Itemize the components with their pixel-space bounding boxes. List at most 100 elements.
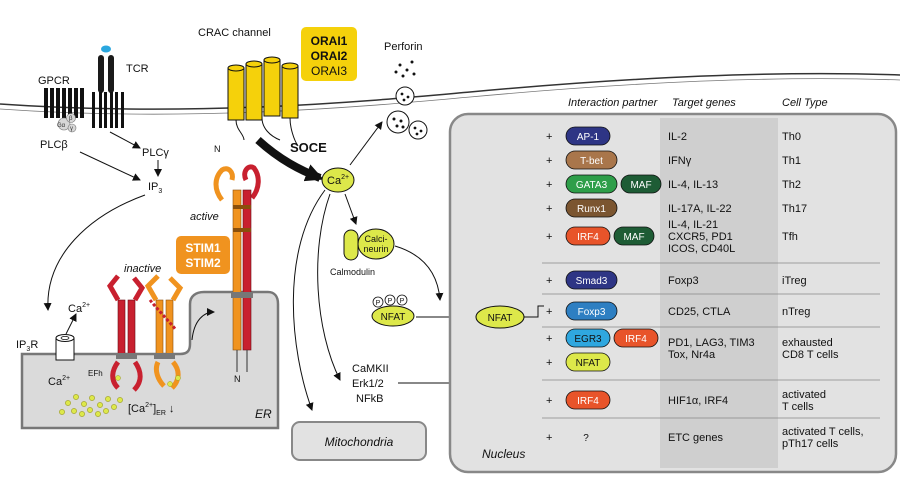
ca-to-mitochondria-arrow xyxy=(292,189,326,411)
nfat-nucleus-label: NFAT xyxy=(488,313,513,324)
stim-box: STIM1 STIM2 xyxy=(176,236,230,274)
orai1-label: ORAI1 xyxy=(311,34,348,48)
target-gene: CXCR5, PD1 xyxy=(668,231,733,243)
row-separators xyxy=(542,262,880,419)
plus-sign: + xyxy=(546,231,552,243)
er-ca-concentration: [Ca2+]ER↓ xyxy=(128,402,174,417)
plcb-label: PLCβ xyxy=(40,139,68,151)
header-target-genes: Target genes xyxy=(672,97,736,109)
partner-pill xyxy=(565,226,611,246)
partner-label: MAF xyxy=(623,232,644,243)
g-beta-label: β xyxy=(69,116,73,122)
cell-type: activated xyxy=(782,389,826,401)
target-gene: IL-4, IL-21 xyxy=(668,219,718,231)
ip3r-release-arrow xyxy=(65,313,77,335)
ip3r-channel xyxy=(55,334,75,361)
partner-label: T-bet xyxy=(580,156,603,167)
partner-pill xyxy=(565,198,618,218)
crac-channel-label: CRAC channel xyxy=(198,27,271,39)
partner-label: AP-1 xyxy=(577,132,600,143)
target-gene: Foxp3 xyxy=(668,275,699,287)
target-gene: IL-4, IL-13 xyxy=(668,179,718,191)
partner-pill xyxy=(565,390,611,410)
soce-label: SOCE xyxy=(290,140,327,155)
stim1-label: STIM1 xyxy=(185,241,221,255)
plcb-to-ip3-arrow xyxy=(79,151,141,181)
er-label: ER xyxy=(255,407,272,421)
orai2-label: ORAI2 xyxy=(311,49,348,63)
partner-pill xyxy=(565,301,618,321)
ip3-label: IP3 xyxy=(148,181,162,195)
plus-sign: + xyxy=(546,275,552,287)
er-compartment xyxy=(20,290,280,430)
ca-top-label: Ca2+ xyxy=(68,302,90,315)
partner-pill xyxy=(620,174,662,194)
calcineurin-to-nfat-arrow xyxy=(394,245,444,301)
partner-label: EGR3 xyxy=(574,334,602,345)
ca-to-kinases-arrow xyxy=(317,193,341,381)
orai-box: ORAI1 ORAI2 ORAI3 xyxy=(301,27,357,81)
partner-pill xyxy=(565,126,611,146)
calcineurin-complex xyxy=(343,228,395,261)
cell-type: CD8 T cells xyxy=(782,349,839,361)
target-gene: PD1, LAG3, TIM3 xyxy=(668,337,755,349)
gene-column-bg xyxy=(660,118,778,468)
stim-inactive xyxy=(106,274,184,392)
partner-label: IRF4 xyxy=(577,232,599,243)
plus-sign: + xyxy=(546,432,552,444)
ca-center-node xyxy=(321,167,355,193)
target-gene: Tox, Nr4a xyxy=(668,349,716,361)
partner-pill xyxy=(565,174,618,194)
nfat-bracket xyxy=(524,305,544,318)
camkii-label: CaMKII xyxy=(352,363,389,375)
cell-type: pTh17 cells xyxy=(782,438,839,450)
stim-inactive-label: inactive xyxy=(124,263,161,275)
partner-pill xyxy=(565,270,618,290)
cell-type: Th1 xyxy=(782,155,801,167)
phospho-p-3: P xyxy=(400,298,405,305)
stim-n-terminus-label: N xyxy=(234,374,241,384)
plus-sign: + xyxy=(546,333,552,345)
target-gene: ICOS, CD40L xyxy=(668,243,735,255)
partner-label: IRF4 xyxy=(625,334,647,345)
plasma-membrane xyxy=(0,72,900,110)
ca-center-label: Ca2+ xyxy=(327,174,349,187)
partner-label: IRF4 xyxy=(577,396,599,407)
cell-type: activated T cells, xyxy=(782,426,864,438)
orai3-label: ORAI3 xyxy=(311,64,347,78)
stim2-label: STIM2 xyxy=(185,256,221,270)
plus-sign: + xyxy=(546,203,552,215)
phospho-p-2: P xyxy=(388,298,393,305)
partner-pill xyxy=(565,328,611,348)
cell-type: Tfh xyxy=(782,231,798,243)
calcineurin-label-1: Calci- xyxy=(364,234,387,244)
target-gene: IL-17A, IL-22 xyxy=(668,203,732,215)
partner-label: MAF xyxy=(630,180,651,191)
partner-label: NFAT xyxy=(576,358,601,369)
nfat-cytoplasm-label: NFAT xyxy=(381,312,406,323)
efh-label: EFh xyxy=(88,369,103,378)
plus-sign: + xyxy=(546,306,552,318)
g-protein: Gα β γ xyxy=(57,113,77,133)
plcg-label: PLCγ xyxy=(142,147,169,159)
header-interaction-partner: Interaction partner xyxy=(568,97,659,109)
soce-arrow xyxy=(255,137,324,182)
ip3-to-ip3r-arrow xyxy=(43,194,146,311)
gpcr-receptor xyxy=(44,88,84,118)
target-gene: HIF1α, IRF4 xyxy=(668,395,728,407)
partner-label: ? xyxy=(583,433,589,444)
partner-label: GATA3 xyxy=(576,180,608,191)
header-cell-type: Cell Type xyxy=(782,97,828,109)
orai-n-terminus-label: N xyxy=(214,144,221,154)
partner-pill xyxy=(565,352,611,372)
partner-pill xyxy=(613,328,659,348)
phospho-p-1: P xyxy=(376,300,381,307)
partner-label: Foxp3 xyxy=(578,307,606,318)
nfkb-label: NFkB xyxy=(356,393,384,405)
mitochondria-label: Mitochondria xyxy=(325,435,394,449)
tcr-label: TCR xyxy=(126,63,149,75)
gpcr-label: GPCR xyxy=(38,75,70,87)
partner-label: Smad3 xyxy=(576,276,608,287)
